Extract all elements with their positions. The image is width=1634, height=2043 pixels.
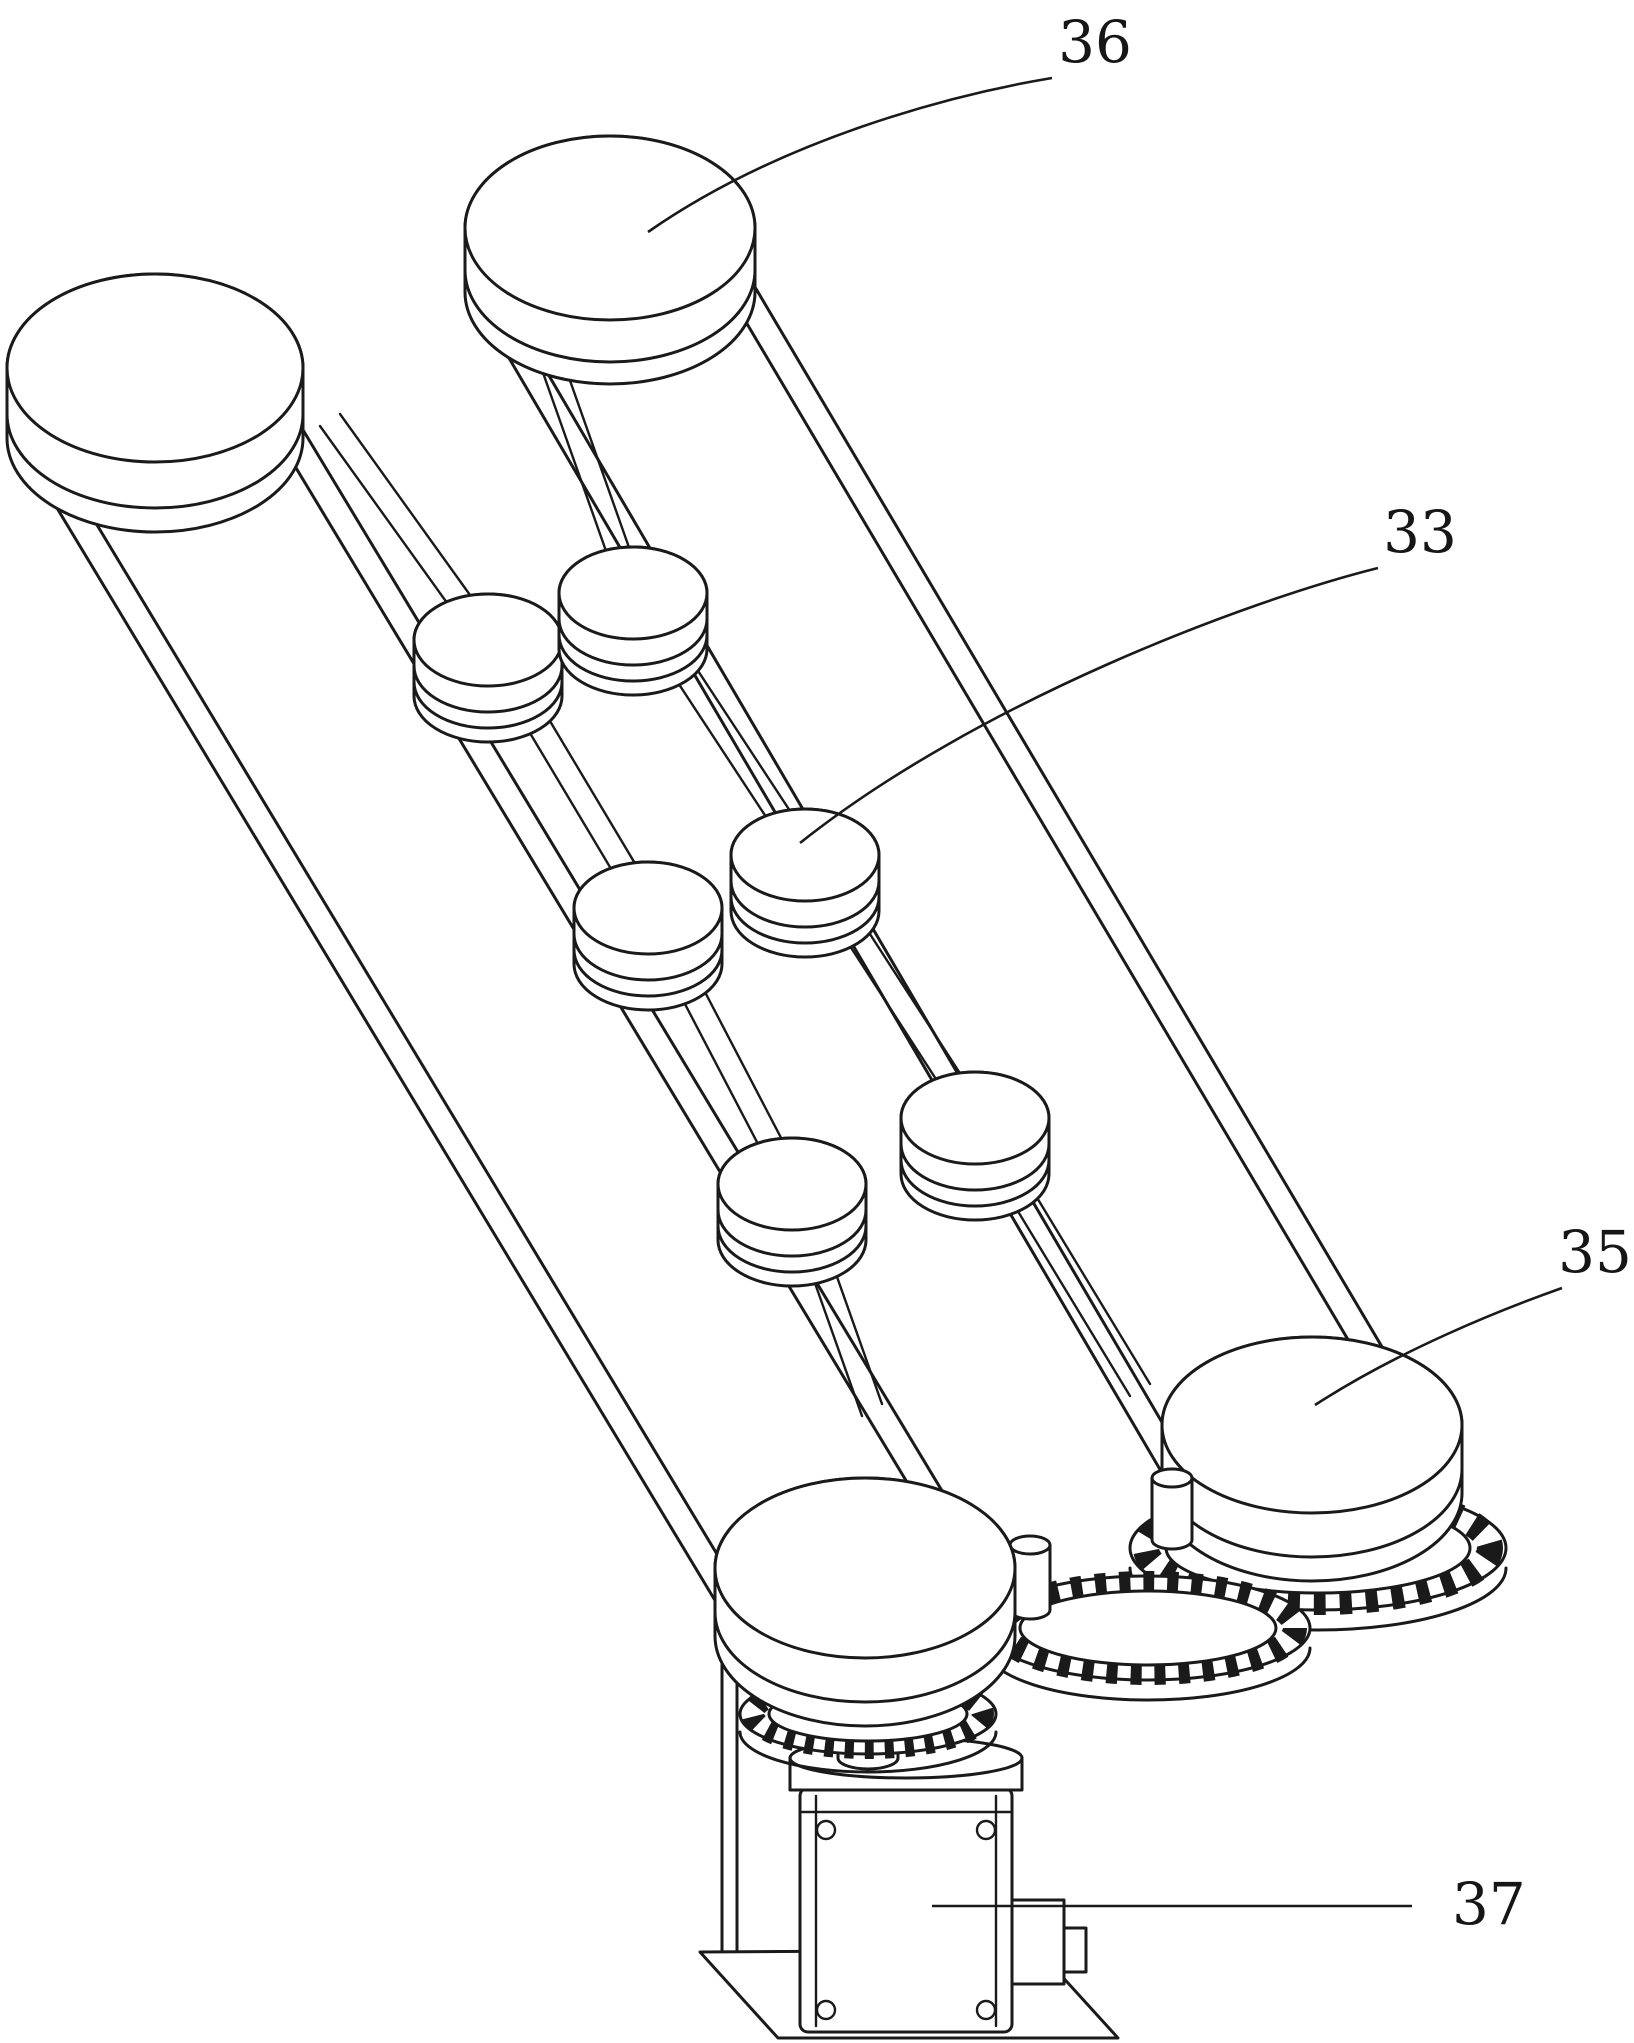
- label-33: 33: [1383, 498, 1457, 566]
- axle-post: [1150, 1467, 1194, 1551]
- leader-line-33: [799, 566, 1379, 845]
- tensioner-roller: [557, 545, 709, 697]
- label-35: 35: [1558, 1218, 1632, 1286]
- idler-gear-middle: [984, 1571, 1312, 1702]
- motor-bolt: [815, 1999, 837, 2021]
- pulley-36-top-center: [463, 134, 757, 386]
- motor-bolt: [975, 1819, 997, 1841]
- annotation-33: 33: [799, 498, 1457, 845]
- label-36: 36: [1058, 8, 1132, 76]
- tensioner-roller: [716, 1136, 868, 1288]
- pulley-top-left: [5, 272, 305, 534]
- axle-post: [1008, 1534, 1052, 1621]
- terminal-box: [1010, 1898, 1066, 1986]
- label-37: 37: [1452, 1870, 1526, 1938]
- pulley-bottom-center: [713, 1476, 1017, 1728]
- tensioner-roller: [412, 592, 564, 744]
- tensioner-roller-33: [729, 807, 881, 959]
- annotation-37: 37: [932, 1870, 1526, 1938]
- pulley-35-lower-right: [1160, 1335, 1464, 1583]
- tensioner-roller: [899, 1070, 1051, 1222]
- terminal-stub: [1062, 1926, 1088, 1974]
- motor-bolt: [815, 1819, 837, 1841]
- leader-line-36: [647, 76, 1053, 234]
- motor-bolt: [975, 1999, 997, 2021]
- annotation-35: 35: [1314, 1218, 1632, 1407]
- leader-line-35: [1314, 1286, 1563, 1407]
- tensioner-roller: [572, 860, 724, 1012]
- motor-37: [698, 1568, 1120, 2040]
- annotation-36: 36: [647, 8, 1132, 234]
